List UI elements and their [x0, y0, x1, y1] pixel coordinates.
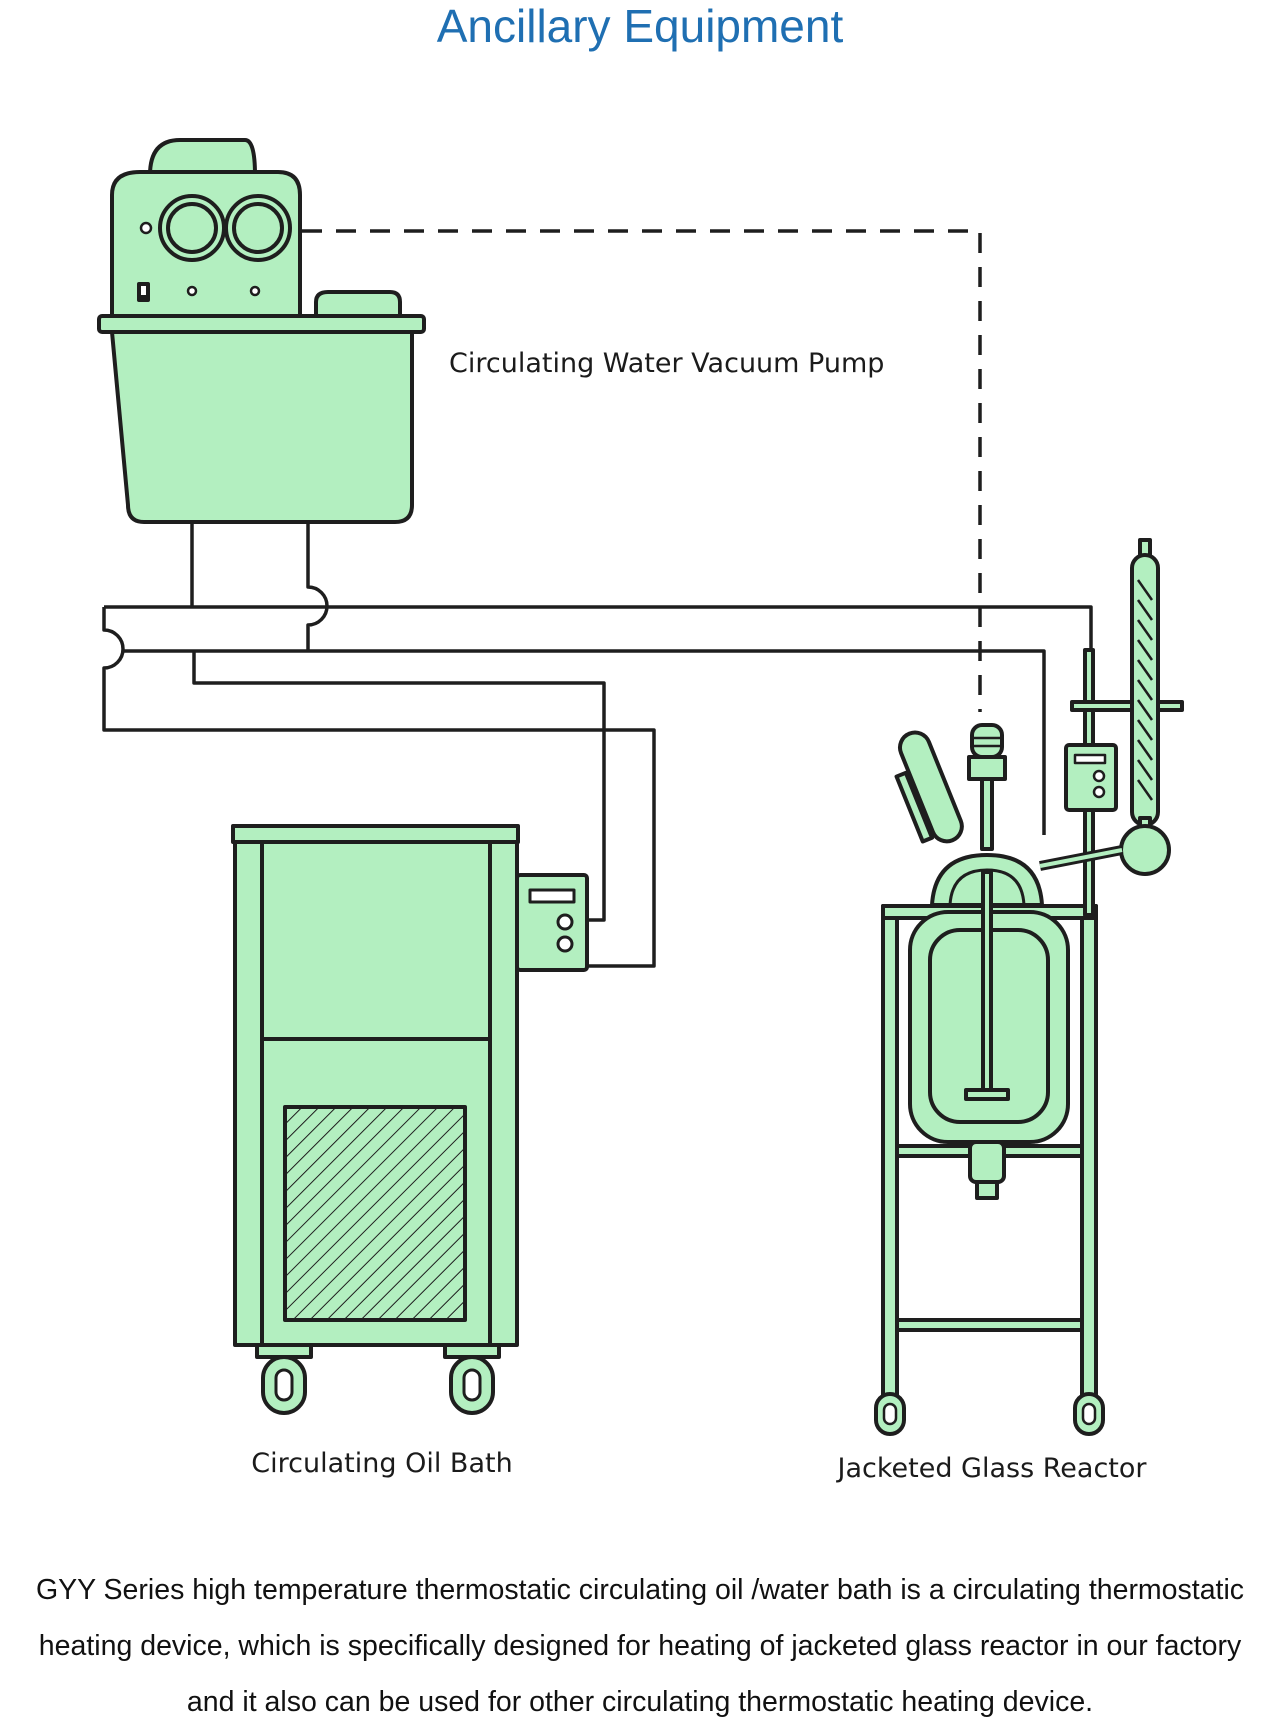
bottom-valve [968, 1140, 1006, 1184]
label-vacuum-pump: Circulating Water Vacuum Pump [449, 348, 884, 379]
oil-bath-upper-panel [260, 840, 492, 1041]
label-reactor: Jacketed Glass Reactor [836, 1453, 1148, 1484]
vacuum-pump-handle [148, 138, 257, 177]
oil-bath-top-plate [231, 824, 520, 844]
feed-funnel [897, 730, 964, 844]
oil-bath [231, 824, 589, 1415]
vacuum-pump-rim [97, 314, 426, 334]
reactor-casters [874, 1392, 1105, 1436]
description-paragraph: GYY Series high temperature thermostatic… [0, 1562, 1280, 1730]
vacuum-line [302, 229, 982, 712]
stirrer-shaft [981, 870, 993, 1094]
oil-bath-vent-grille [283, 1105, 467, 1322]
manifold-upper-mid [124, 649, 1046, 835]
description-line: GYY Series high temperature thermostatic… [35, 1574, 1245, 1606]
reactor-frame-right-post [1080, 904, 1098, 1412]
page-title: Ancillary Equipment [436, 0, 844, 52]
equipment-diagram: Circulating Water Vacuum Pump Circulatin… [97, 138, 1184, 1484]
indicator-light [139, 221, 153, 235]
oil-bath-display [528, 888, 576, 904]
stirrer-blade [964, 1088, 1010, 1101]
stirrer-motor [970, 723, 1004, 759]
vacuum-pump-tank [110, 330, 414, 524]
description-line: and it also can be used for other circul… [186, 1686, 1094, 1718]
reactor-frame-left-post [881, 904, 899, 1412]
manifold-left-cap [102, 607, 656, 968]
receiving-flask [1119, 824, 1171, 876]
label-oil-bath: Circulating Oil Bath [251, 1448, 512, 1479]
pump-pipe-right [306, 522, 329, 650]
glass-reactor [874, 538, 1184, 1436]
manifold-top [104, 605, 1093, 705]
vacuum-pump-lid [314, 290, 402, 320]
manifold-inner [192, 651, 606, 922]
oil-bath-casters [255, 1343, 501, 1415]
vacuum-pump [97, 138, 426, 524]
reactor-frame-low [895, 1318, 1084, 1332]
description-line: heating device, which is specifically de… [38, 1630, 1242, 1662]
